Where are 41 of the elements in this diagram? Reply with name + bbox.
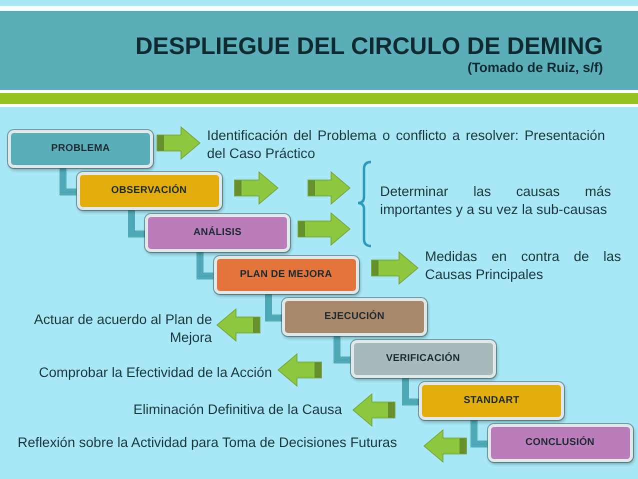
process-step	[282, 298, 427, 336]
block-arrow	[277, 353, 322, 387]
step-label: OBSERVACIÓN	[111, 185, 187, 197]
block-arrow	[298, 212, 351, 246]
description-text: Eliminación Definitiva de la Causa	[133, 401, 342, 419]
description-text: Identificación del Problema o conflicto a resolver: Presentación del Caso Práctico	[207, 127, 605, 163]
description-text: Reflexión sobre la Actividad para Toma de Decisiones Futuras	[18, 434, 397, 452]
step-label: STANDART	[464, 395, 520, 407]
block-arrow	[308, 171, 351, 205]
step-label: VERIFICACIÓN	[386, 353, 460, 365]
block-arrow	[423, 429, 467, 463]
process-step	[76, 172, 222, 210]
connector-line	[265, 294, 282, 322]
process-step	[488, 424, 632, 462]
step-label: EJECUCIÓN	[324, 311, 385, 323]
process-step	[350, 340, 496, 378]
connector-line	[60, 168, 76, 196]
block-arrow	[216, 308, 260, 342]
process-step	[214, 256, 358, 294]
connector-line	[402, 378, 419, 406]
step-label: CONCLUSIÓN	[525, 437, 595, 449]
process-step	[8, 130, 153, 168]
connector-line	[334, 336, 350, 364]
step-label: PROBLEMA	[51, 143, 110, 155]
process-step	[419, 382, 564, 420]
step-label: PLAN DE MEJORA	[240, 269, 332, 281]
process-step	[145, 214, 290, 252]
description-text: Actuar de acuerdo al Plan de Mejora	[28, 311, 212, 347]
block-arrow	[371, 251, 419, 285]
connector-line	[470, 420, 488, 448]
block-arrow	[156, 126, 201, 160]
step-label: ANÁLISIS	[193, 227, 242, 239]
block-arrow	[234, 171, 279, 205]
block-arrow	[352, 393, 396, 427]
description-text: Comprobar la Efectividad de la Acción	[38, 364, 272, 382]
description-text: Medidas en contra de las Causas Principales	[425, 248, 621, 284]
description-text: Determinar las causas más importantes y a su vez la sub-causas	[380, 183, 611, 219]
connector-line	[128, 210, 145, 238]
connector-line	[196, 252, 214, 280]
title: DESPLIEGUE DEL CIRCULO DE DEMING	[135, 34, 603, 60]
subtitle: (Tomado de Ruiz, s/f)	[468, 60, 603, 76]
